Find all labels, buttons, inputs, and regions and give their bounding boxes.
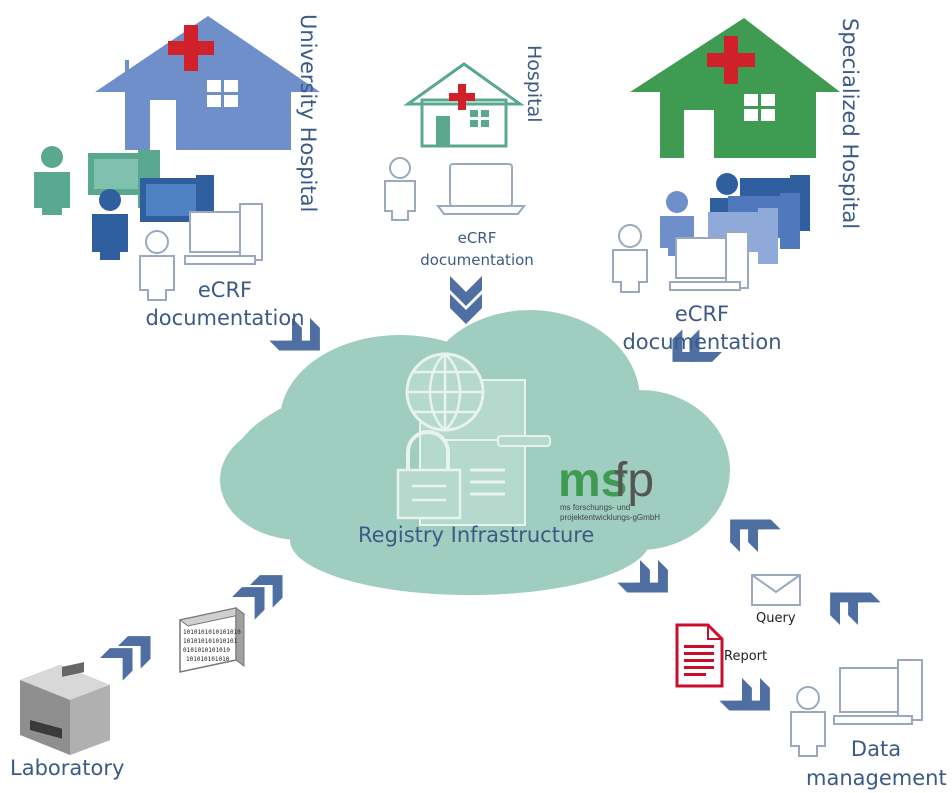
university-hospital-house — [95, 16, 320, 150]
computer-icon — [184, 203, 263, 265]
msfp-logo: ms fp ms forschungs- und projektentwickl… — [558, 454, 660, 522]
hospital-doc-label: eCRF documentation — [412, 227, 542, 271]
report-icon — [675, 623, 724, 688]
chevrons-from-data-management — [718, 508, 881, 625]
university-hospital-label: University Hospital — [296, 14, 320, 213]
logo-sub1: ms forschungs- und — [560, 503, 630, 512]
lock-icon — [396, 430, 462, 520]
registry-infrastructure-label: Registry Infrastructure — [358, 523, 595, 547]
university-doc-line1: eCRF — [197, 278, 253, 302]
red-cross-icon — [168, 25, 214, 71]
binary-line: 1010101010101010 — [183, 629, 241, 636]
person-icon — [34, 146, 70, 215]
university-staff — [34, 146, 263, 301]
specialized-staff — [612, 173, 810, 293]
server-icon — [405, 352, 551, 526]
envelope-icon — [751, 574, 801, 606]
red-cross-icon — [707, 36, 755, 84]
data-management-staff — [790, 659, 923, 757]
laptop-icon — [436, 163, 526, 215]
computer-icon — [669, 231, 749, 291]
person-icon — [92, 189, 128, 260]
hospital-staff — [384, 157, 526, 221]
data-management-line2: management — [806, 766, 947, 790]
hospital-doc-line1: eCRF — [457, 229, 497, 247]
binary-line: 0101010101010 — [183, 647, 230, 654]
laboratory-label: Laboratory — [10, 756, 125, 780]
logo-sub2: projektentwicklungs-gGmbH — [560, 513, 660, 522]
specialized-doc-label: eCRF documentation — [612, 300, 792, 356]
red-cross-icon — [449, 84, 475, 110]
specialized-hospital-label: Specialized Hospital — [838, 18, 862, 230]
person-icon — [612, 224, 648, 293]
specialized-doc-line2: documentation — [622, 330, 782, 354]
specialized-doc-line1: eCRF — [674, 302, 730, 326]
printer-icon — [20, 662, 110, 755]
query-label: Query — [756, 611, 796, 626]
hospital-house — [403, 62, 525, 148]
specialized-hospital-house — [630, 18, 840, 158]
chevrons-hospital — [450, 276, 482, 324]
data-management-line1: Data — [850, 737, 902, 761]
hospital-label: Hospital — [523, 45, 545, 123]
computer-icon — [833, 659, 923, 725]
data-management-label: Data management — [806, 735, 947, 793]
logo-fp: fp — [614, 454, 654, 507]
computer-icon — [140, 175, 214, 227]
binary-data-icon: 1010101010101010 101010101010101 0101010… — [178, 607, 246, 673]
person-icon — [384, 157, 416, 221]
report-label: Report — [724, 649, 768, 664]
binary-line: 101010101010101 — [183, 638, 238, 645]
logo-ms: ms — [558, 454, 627, 507]
person-icon — [790, 686, 826, 757]
university-doc-line2: documentation — [145, 306, 305, 330]
hospital-doc-line2: documentation — [420, 251, 534, 269]
university-doc-label: eCRF documentation — [140, 276, 310, 332]
person-icon — [139, 230, 175, 301]
binary-line: 101010101010 — [186, 656, 230, 663]
